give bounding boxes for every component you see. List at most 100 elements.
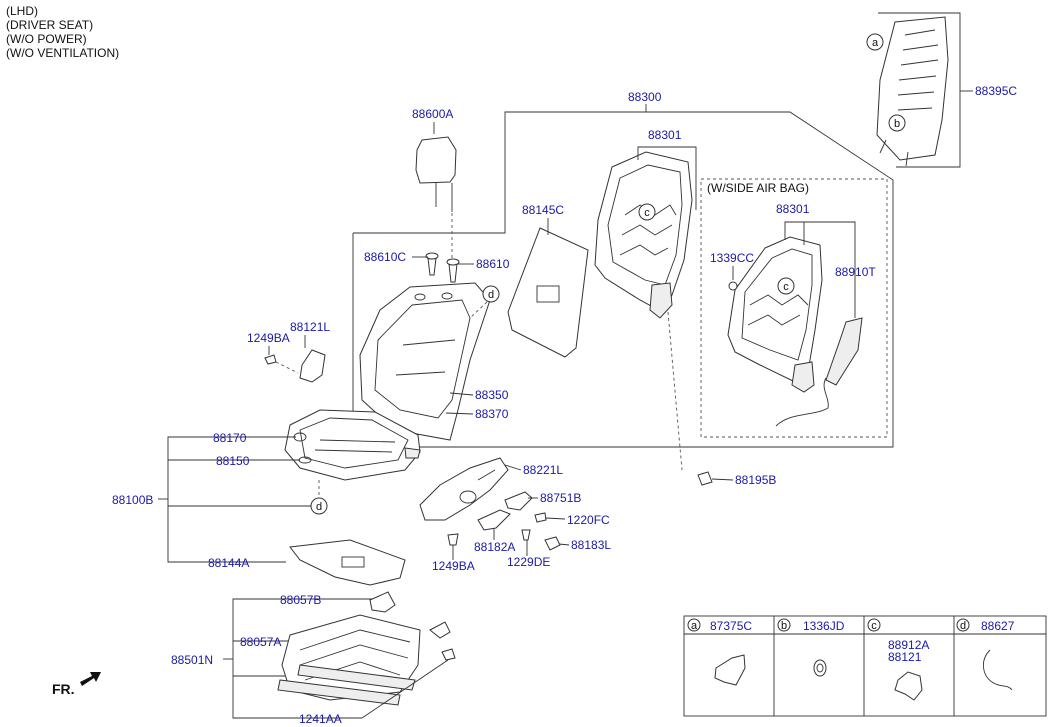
cushion-seam bbox=[299, 417, 409, 469]
leader-88301-frame bbox=[637, 146, 697, 210]
legend-c-letter: c bbox=[871, 620, 877, 632]
seat-track-group: 88057B 88057A 88501N 1241AA bbox=[171, 591, 456, 726]
label-88150: 88150 bbox=[216, 454, 250, 468]
callout-d-back-letter: d bbox=[488, 289, 494, 301]
legend-b-grommet-icon bbox=[813, 659, 827, 677]
cushion-stitch bbox=[314, 439, 396, 453]
frame-inner bbox=[607, 164, 683, 286]
back-board-88395c-group: 88395C a b bbox=[866, 12, 1017, 168]
side-shield-88221l bbox=[419, 457, 509, 521]
label-1339CC: 1339CC bbox=[710, 251, 754, 265]
label-88057A: 88057A bbox=[240, 635, 281, 649]
leader-d-back bbox=[469, 301, 488, 319]
airbag-seat-frame bbox=[727, 236, 823, 393]
label-1249BA-bottom: 1249BA bbox=[432, 559, 475, 573]
label-88182A: 88182A bbox=[474, 540, 515, 554]
label-88350: 88350 bbox=[475, 388, 509, 402]
leader-88301-airbag bbox=[784, 221, 856, 318]
label-1249BA-top: 1249BA bbox=[247, 331, 290, 345]
cushion-pad-88144a bbox=[289, 539, 406, 586]
callout-d-cushion-letter: d bbox=[316, 501, 322, 513]
cover-seam bbox=[374, 299, 471, 419]
airbag-wire bbox=[775, 377, 829, 427]
label-88610: 88610 bbox=[476, 257, 510, 271]
callout-c-frame bbox=[638, 203, 656, 221]
legend-a-circle bbox=[687, 618, 701, 632]
guide-cap bbox=[446, 258, 460, 266]
label-1229DE: 1229DE bbox=[507, 555, 550, 569]
side-shield-knob-hole bbox=[459, 490, 477, 504]
side-airbag-title: (W/SIDE AIR BAG) bbox=[707, 181, 809, 195]
front-direction-indicator: FR. bbox=[52, 672, 101, 697]
cover-88121l bbox=[299, 349, 326, 383]
screw-1220fc bbox=[534, 512, 547, 523]
label-88395C: 88395C bbox=[975, 84, 1017, 98]
bolt-1241aa bbox=[441, 648, 456, 661]
lever-88751b bbox=[504, 491, 533, 511]
header-notes: (LHD) (DRIVER SEAT) (W/O POWER) (W/O VEN… bbox=[6, 4, 119, 60]
bolt-dash bbox=[667, 311, 683, 471]
label-88121L: 88121L bbox=[290, 320, 330, 334]
label-88221L: 88221L bbox=[523, 463, 563, 477]
bracket-88057b bbox=[369, 591, 396, 613]
airbag-frame-recliner bbox=[791, 361, 815, 393]
fr-label: FR. bbox=[52, 681, 75, 697]
cushion-assembly-bracket: 88170 88150 88100B 88144A bbox=[112, 431, 311, 570]
leader-88350 bbox=[449, 392, 474, 396]
headrest-guide-88610c bbox=[427, 257, 437, 276]
legend-d-circle bbox=[956, 618, 970, 632]
callout-c-airbag-letter: c bbox=[783, 281, 789, 293]
legend-c-circle bbox=[867, 618, 881, 632]
label-1241AA: 1241AA bbox=[299, 712, 342, 726]
legend-b-code: 1336JD bbox=[803, 619, 845, 633]
legend-b-grommet-hole bbox=[816, 663, 824, 673]
label-1220FC: 1220FC bbox=[567, 513, 610, 527]
back-board-88395c bbox=[876, 16, 949, 161]
airbag-frame-inner bbox=[741, 248, 813, 361]
knob-88183l bbox=[544, 536, 561, 551]
board-leg-left bbox=[879, 139, 887, 154]
back-pad-window bbox=[536, 285, 560, 303]
legend-b-letter: b bbox=[781, 620, 787, 632]
frame-outline bbox=[594, 151, 693, 313]
outline-88395c bbox=[878, 12, 961, 168]
legend-d-code: 88627 bbox=[981, 619, 1015, 633]
cushion-pad-window bbox=[341, 556, 365, 568]
bracket-88057a-part bbox=[429, 621, 451, 639]
leader-88195B bbox=[711, 478, 734, 481]
assembly-outline bbox=[352, 111, 894, 448]
label-88501N: 88501N bbox=[171, 653, 213, 667]
legend-c-code-1: 88912A bbox=[888, 638, 929, 652]
legend-d-letter: d bbox=[960, 620, 966, 632]
legend-c-code-2: 88121 bbox=[888, 650, 922, 664]
leader-1220FC bbox=[545, 517, 566, 520]
leader-88370 bbox=[445, 412, 474, 415]
label-88100B: 88100B bbox=[112, 493, 153, 507]
side-shield-slot bbox=[477, 469, 496, 481]
label-88300: 88300 bbox=[628, 90, 662, 104]
leader-1241AA bbox=[361, 659, 449, 719]
label-88183L: 88183L bbox=[571, 538, 611, 552]
callout-c-frame-letter: c bbox=[644, 207, 650, 219]
legend-a-code: 87375C bbox=[710, 619, 752, 633]
callout-a-top-letter: a bbox=[872, 37, 879, 49]
back-pad-88145c bbox=[507, 227, 589, 358]
bracket-88100b bbox=[167, 436, 296, 563]
callout-b-top-letter: b bbox=[894, 118, 900, 130]
board-leg-right bbox=[905, 151, 909, 167]
cover-stitch bbox=[395, 339, 456, 376]
legend-d-wire-icon bbox=[983, 649, 1013, 691]
screw-1229de bbox=[521, 529, 531, 541]
cushion-tab bbox=[404, 447, 421, 459]
side-airbag-box bbox=[700, 178, 888, 438]
label-88145C: 88145C bbox=[522, 203, 564, 217]
label-88170: 88170 bbox=[213, 431, 247, 445]
legend-a-letter: a bbox=[691, 620, 698, 632]
seat-back-assembly-group: 88300 (W/SIDE AIR BAG) 88301 c 88145C d … bbox=[352, 90, 894, 448]
note-without-ventilation: (W/O VENTILATION) bbox=[6, 46, 119, 60]
fr-arrow-icon bbox=[80, 672, 101, 686]
screw-1249ba-bottom bbox=[447, 533, 459, 546]
screw-1249ba-top bbox=[264, 354, 277, 365]
label-88301-frame: 88301 bbox=[648, 128, 682, 142]
